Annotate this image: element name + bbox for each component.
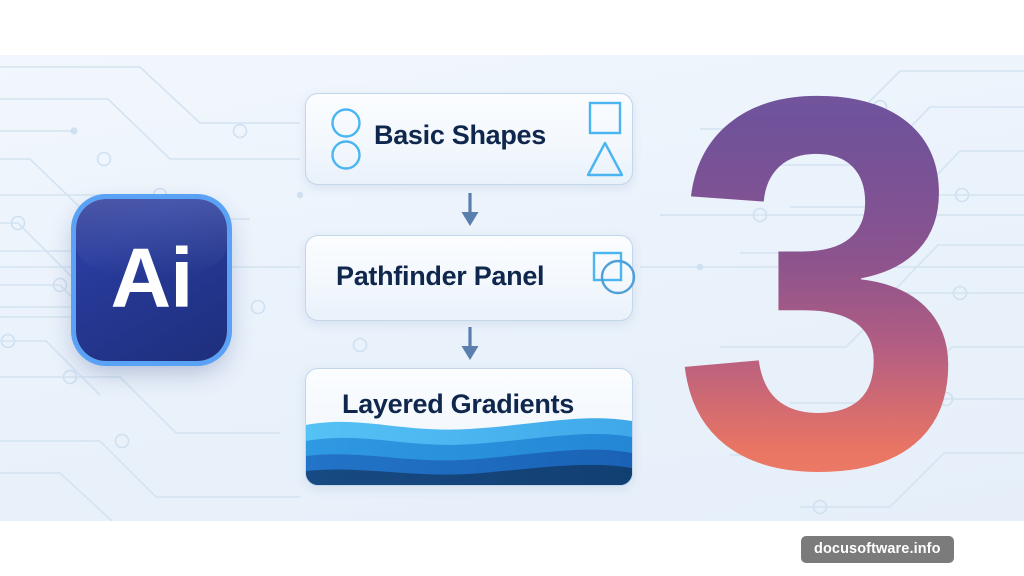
flow-step-layered-gradients[interactable]: Layered Gradients <box>305 368 633 486</box>
flow-step-label: Pathfinder Panel <box>336 261 545 291</box>
flow-step-label: Basic Shapes <box>374 120 546 150</box>
watermark-badge: docusoftware.info <box>801 536 954 563</box>
square-circle-unite-icon <box>592 251 636 295</box>
down-arrow-icon-2 <box>461 327 479 360</box>
down-arrow-icon-1 <box>461 193 479 226</box>
triangle-icon <box>586 141 624 177</box>
gradient-waves-illustration <box>306 418 632 485</box>
circuit-pattern <box>0 66 1024 521</box>
illustrator-app-icon[interactable]: Ai <box>76 199 227 361</box>
circle-pair-icon <box>331 108 361 170</box>
flow-step-pathfinder-panel[interactable]: Pathfinder Panel <box>305 235 636 321</box>
square-icon <box>588 101 622 135</box>
illustrator-app-icon-label: Ai <box>110 230 194 325</box>
square-triangle-icon-group <box>586 101 624 177</box>
flow-step-label: Layered Gradients <box>342 389 574 419</box>
flow-step-basic-shapes[interactable]: Basic Shapes <box>305 93 633 185</box>
